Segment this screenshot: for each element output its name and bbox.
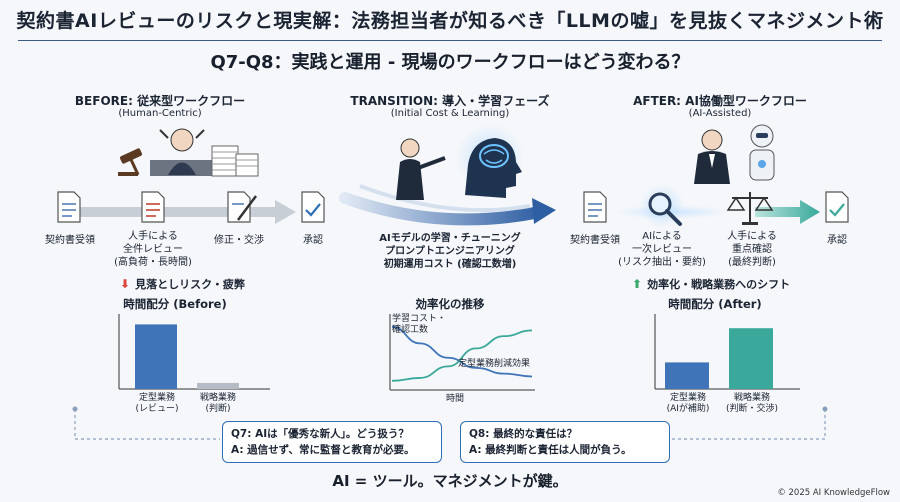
after-step-ai-line3: (リスク抽出・要約)	[618, 257, 706, 268]
after-tick-2: 戦略業務	[733, 393, 770, 403]
copyright: © 2025 AI KnowledgeFlow	[777, 488, 890, 498]
after-tick-1: 定型業務	[669, 393, 706, 403]
document-edit-icon	[227, 191, 257, 223]
document-icon	[583, 191, 607, 223]
before-heading: BEFORE: 従来型ワークフロー	[74, 94, 246, 108]
stressed-worker-icon	[150, 128, 220, 176]
before-note-text: 見落としリスク・疲弊	[135, 278, 245, 291]
transition-line-chart	[389, 314, 535, 391]
after-step-human-line2: 重点確認	[732, 244, 772, 255]
bar-1	[135, 324, 177, 389]
footer-message: AI = ツール。マネジメントが鍵。	[332, 472, 568, 490]
after-chart-title: 時間配分 (After)	[668, 297, 762, 311]
document-review-icon	[141, 191, 165, 223]
page-title: 契約書AIレビューのリスクと現実解：法務担当者が知るべき「LLMの嘘」を見抜くマ…	[16, 10, 884, 32]
after-bar-chart	[654, 314, 800, 390]
document-icon	[57, 191, 81, 223]
before-flow-arrow	[70, 200, 296, 224]
qa-box-q7: Q7: AIは「優秀な新人」。どう扱う？ A: 過信せず、常に監督と教育が必要。	[222, 421, 442, 463]
after-step-receive-label: 契約書受領	[570, 235, 620, 246]
curve-label-effect: 定型業務削減効果	[458, 359, 531, 369]
document-approved-icon	[301, 191, 325, 223]
green-up-arrow-icon: ⬆	[632, 277, 643, 291]
after-tick-2-sub: (判断・交渉)	[725, 404, 779, 414]
document-approved-icon	[825, 191, 849, 223]
after-heading: AFTER: AI協働型ワークフロー	[633, 94, 807, 108]
before-step-review-line2: 全件レビュー	[123, 244, 183, 255]
before-bar-chart	[118, 314, 270, 390]
workflow-illustration	[57, 124, 849, 228]
title-divider	[18, 40, 882, 41]
after-step-approve-label: 承認	[827, 235, 847, 246]
curve-label-cost-1: 学習コスト・	[392, 314, 447, 324]
qa-q8-answer: A: 最終判断と責任は人間が負う。	[469, 444, 632, 456]
series-line-1	[391, 325, 533, 378]
bar-2	[197, 382, 239, 389]
transition-chart-title: 効率化の推移	[415, 297, 485, 311]
ai-brain-head-icon	[456, 124, 524, 198]
before-chart-title: 時間配分 (Before)	[123, 297, 227, 311]
after-subheading: (AI-Assisted)	[688, 108, 752, 119]
after-tick-1-sub: (AIが補助)	[666, 404, 710, 414]
bar-1	[665, 362, 709, 389]
after-flow-arrow	[755, 200, 820, 224]
after-step-ai-line1: AIによる	[642, 231, 682, 242]
gavel-icon	[118, 148, 143, 176]
before-step-review-line1: 人手による	[128, 231, 178, 242]
after-note-text: 効率化・戦略業務へのシフト	[647, 278, 791, 291]
transition-heading: TRANSITION: 導入・学習フェーズ	[350, 94, 550, 108]
magnifier-icon	[640, 184, 684, 228]
curve-label-cost-2: 確認工数	[392, 325, 429, 335]
transition-subheading: (Initial Cost & Learning)	[390, 108, 510, 119]
red-down-arrow-icon: ⬇	[120, 277, 131, 291]
transition-x-label: 時間	[445, 394, 464, 404]
before-note: ⬇ 見落としリスク・疲弊	[120, 273, 300, 292]
transition-line-2: プロンプトエンジニアリング	[385, 246, 515, 257]
before-step-revise-label: 修正・交渉	[214, 235, 264, 246]
before-step-receive-label: 契約書受領	[45, 235, 95, 246]
transition-line-3: 初期運用コスト (確認工数増)	[383, 259, 517, 270]
robot-icon	[749, 124, 775, 181]
qa-q7-question: Q7: AIは「優秀な新人」。どう扱う？	[231, 428, 409, 440]
after-step-ai-line2: 一次レビュー	[632, 244, 692, 255]
after-step-human-line1: 人手による	[727, 231, 777, 242]
after-step-human-line3: (最終判断)	[728, 257, 776, 268]
after-note: ⬆ 効率化・戦略業務へのシフト	[632, 273, 832, 292]
qa-bracket	[72, 406, 828, 440]
qa-box-q8: Q8: 最終的な責任は？ A: 最終判断と責任は人間が負う。	[460, 421, 670, 463]
before-step-review-line3: (高負荷・長時間)	[114, 257, 192, 268]
transition-swoosh-arrow	[339, 184, 556, 226]
scales-icon	[726, 192, 774, 225]
section-subtitle: Q7-Q8：実践と運用 - 現場のワークフローはどう変わる？	[210, 52, 690, 73]
qa-q7-answer: A: 過信せず、常に監督と教育が必要。	[231, 444, 415, 456]
bar-2	[729, 328, 773, 389]
before-tick-1-sub: (レビュー)	[135, 404, 179, 414]
qa-q8-question: Q8: 最終的な責任は？	[469, 428, 578, 440]
paper-stack-icon	[211, 145, 259, 177]
transition-line-1: AIモデルの学習・チューニング	[379, 233, 521, 244]
before-step-approve-label: 承認	[303, 235, 323, 246]
series-line-2	[391, 329, 533, 382]
before-tick-2-sub: (判断)	[205, 404, 231, 414]
before-subheading: (Human-Centric)	[118, 108, 202, 119]
businessperson-icon	[694, 129, 730, 184]
before-tick-1: 定型業務	[138, 393, 175, 403]
presenter-icon	[396, 138, 446, 200]
before-tick-2: 戦略業務	[199, 393, 236, 403]
